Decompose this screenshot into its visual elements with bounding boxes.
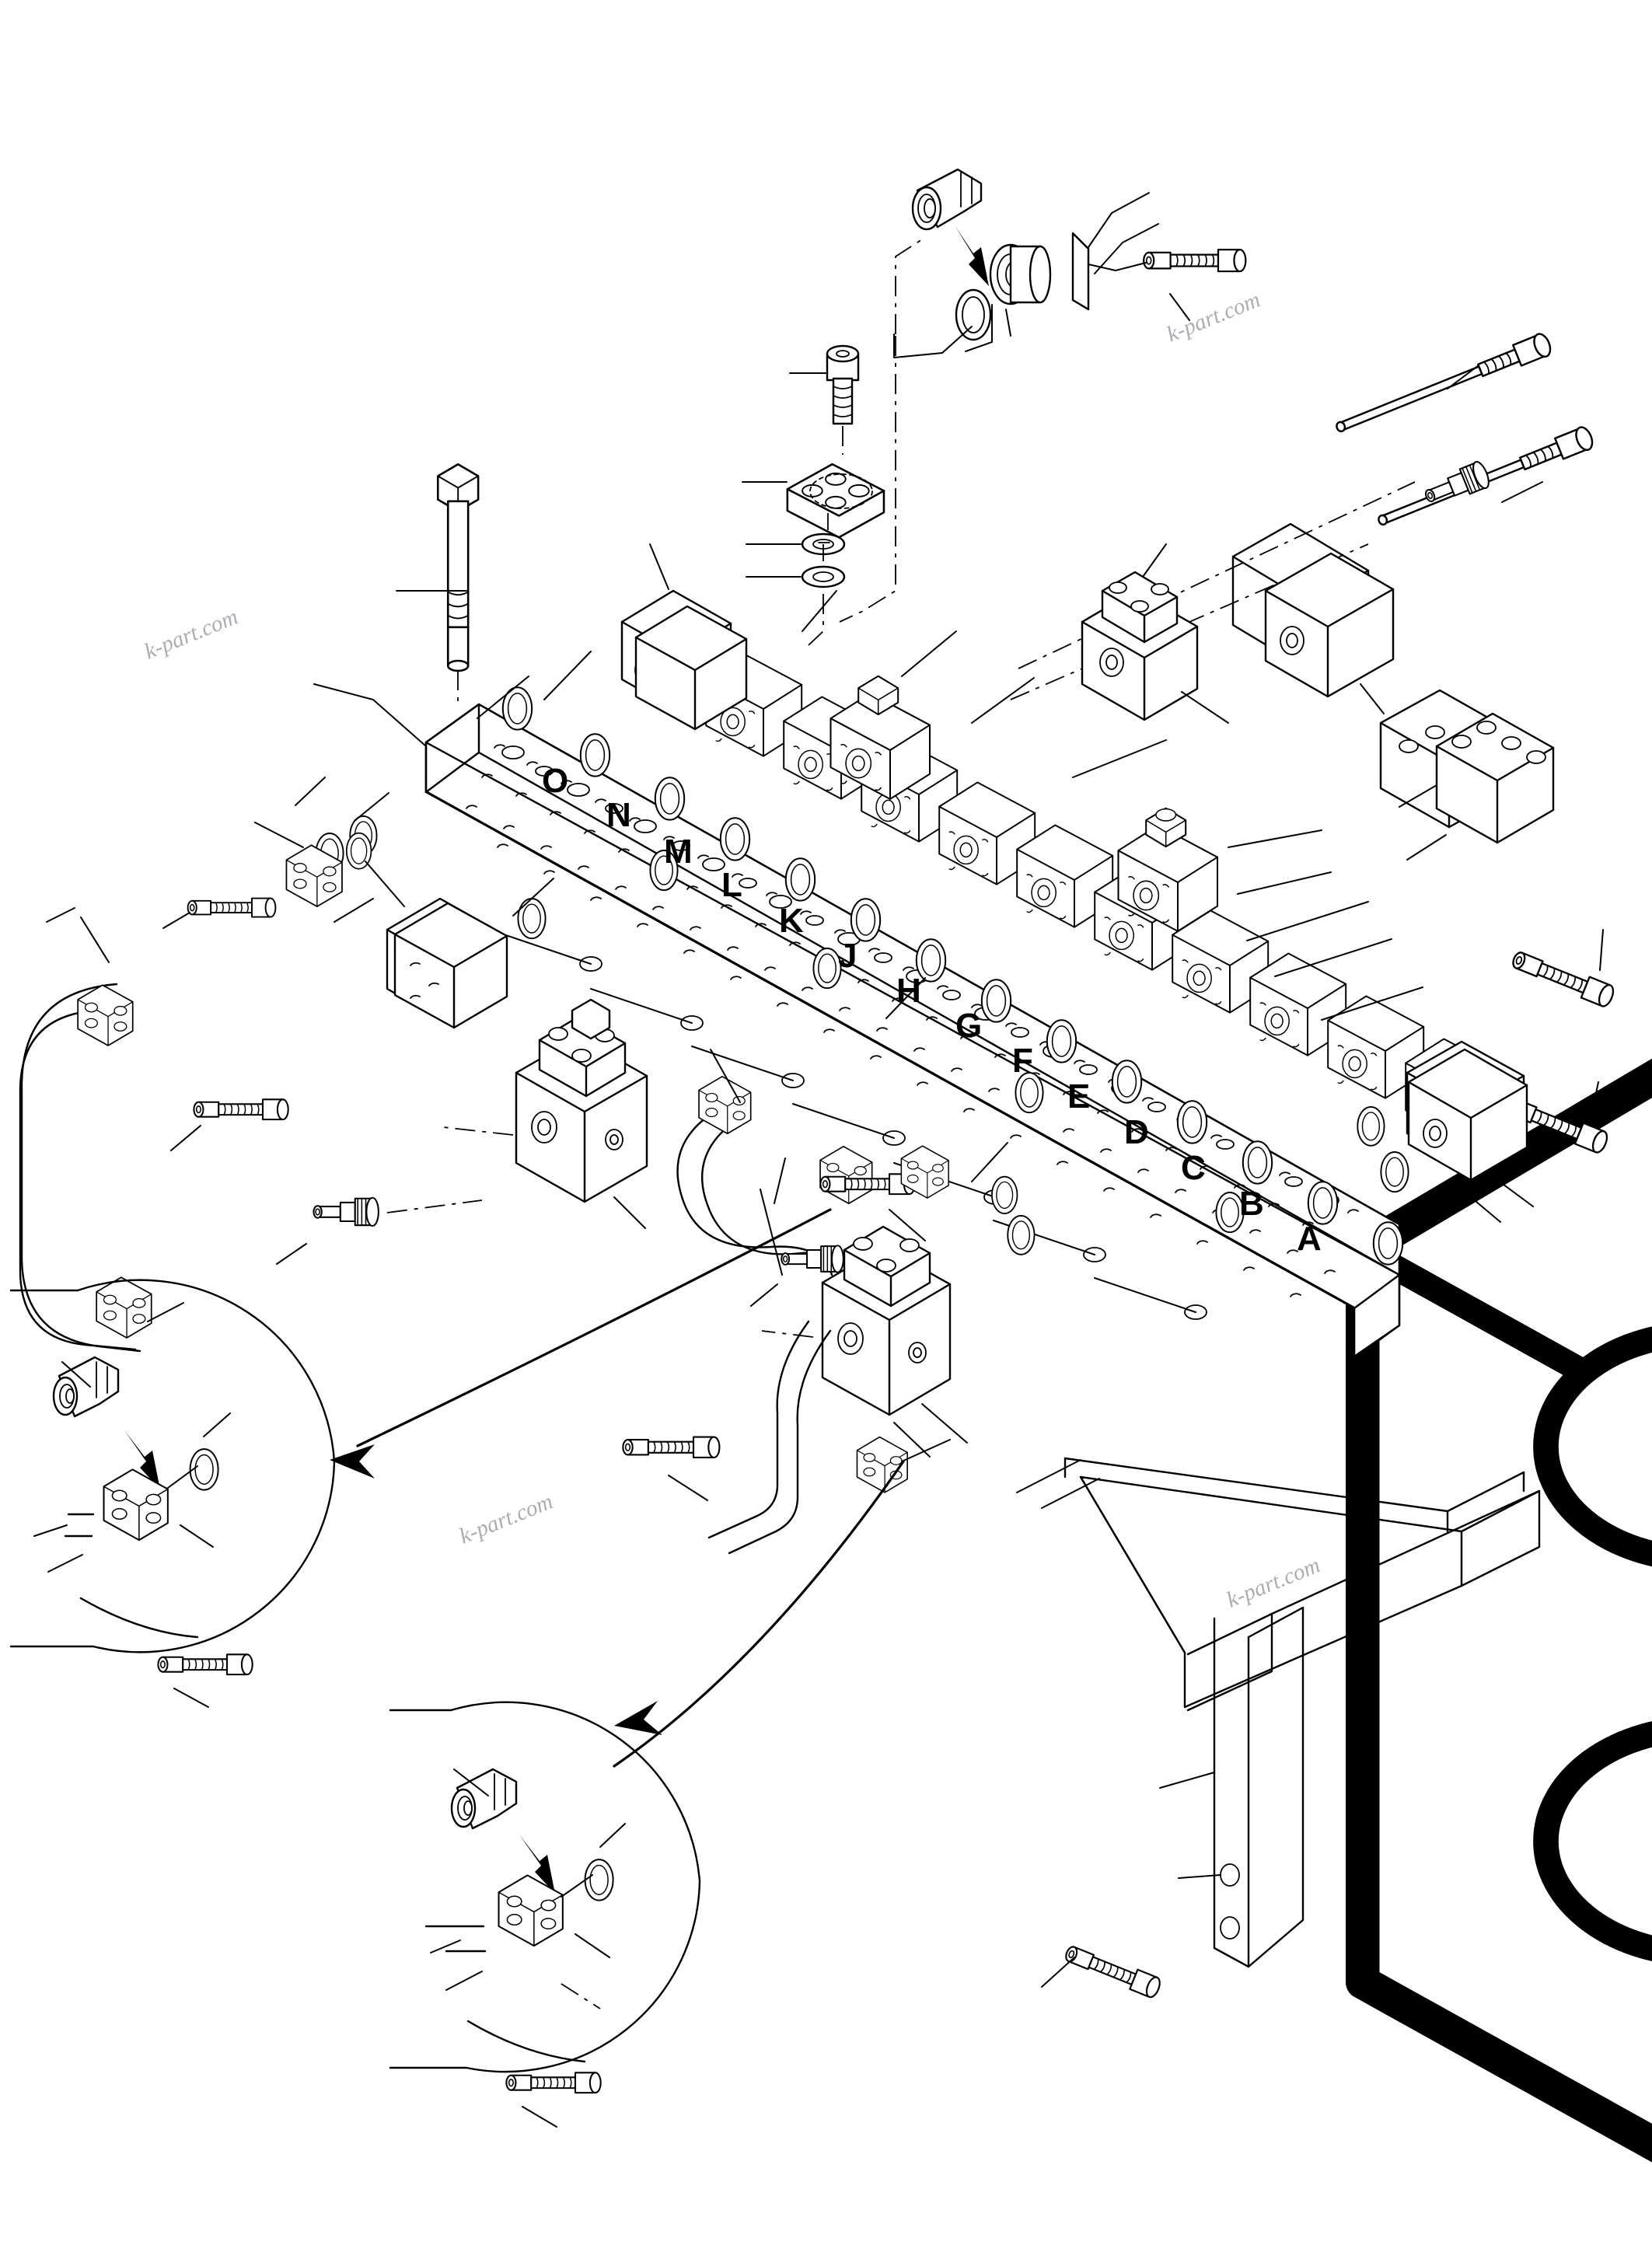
port-label-G: G [955,1007,983,1045]
detail-callout-link [613,1460,905,1768]
assembly-arrow-icon [955,225,989,286]
port-label-L: L [721,866,742,904]
angle-mounting-bracket [1016,1457,1541,2000]
port-label-O: O [542,762,569,800]
callout-boundary [389,1701,701,2073]
port-label-H: H [896,972,921,1010]
relief-valve-block [1117,807,1219,932]
leader-line [1169,293,1190,321]
leader-line [893,326,973,358]
flange-nipple [989,243,1052,306]
right-square-block [1264,552,1395,714]
right-leader-fan [649,543,1423,1021]
socket-head-cap-screw-bracket [1062,1941,1164,2000]
socket-head-cap-screw [622,1436,721,1459]
port-label-J: J [838,937,857,975]
lower-left-tube-and-flange [622,1189,951,1555]
flange-body-block [1071,232,1090,311]
socket-head-cap-screw [187,897,277,918]
o-ring-seal [991,1175,1018,1214]
socket-head-cap-screw [1509,947,1617,1010]
lower-centre-coupling [750,1245,844,1307]
split-flange-fitting [96,1276,152,1339]
left-lower-valve-block [365,861,508,1029]
callout-arrow-icon [330,1444,375,1479]
lower-centre-valve-block [761,1225,968,1458]
detail-callout-1 [9,1279,375,1708]
right-end-block-lower [1407,1048,1534,1223]
leader-line [965,304,993,352]
centre-line [808,594,824,646]
right-upper-block-with-cap [1081,543,1229,724]
u-tube-assembly [676,1049,873,1278]
split-flange-fitting [819,1145,873,1205]
tube-nipple-icon [911,168,983,231]
flat-washer [801,565,846,588]
port-label-D: D [1124,1113,1149,1151]
detail-tube-nipple [52,1356,120,1418]
detail-callout-2 [389,1701,701,2128]
port-label-K: K [779,902,804,940]
port-label-M: M [664,833,693,871]
spring-washer [801,532,846,556]
callout-boundary [9,1279,336,1653]
port-label-B: B [1239,1185,1264,1223]
hydraulic-tube [728,1329,832,1555]
relief-valve-block [829,675,931,800]
assembly-arrow-icon [124,1430,160,1489]
lower-centre-flange-screw-group [819,1142,1018,1241]
leader-line [1088,192,1150,248]
manifold-tapped-holes [466,744,1359,1297]
detail-socket-screw-2 [505,2072,602,2094]
port-label-N: N [606,796,631,834]
assembly-arrow-icon [519,1835,555,1894]
right-lower-bolts [1503,929,1617,1156]
hydraulic-tube [19,1009,137,1351]
auxiliary-valve-block-left-upper [634,605,748,731]
detail-o-ring-2 [584,1859,614,1901]
port-label-A: A [1297,1220,1322,1258]
split-flange-fitting [698,1075,752,1135]
callout-arrow-icon [614,1701,662,1735]
detail-callout-link [356,1208,832,1447]
left-leader-fan [254,651,926,1019]
port-label-F: F [1012,1042,1033,1080]
detail-tube-nipple-2 [450,1768,518,1830]
hydraulic-tube [20,983,141,1353]
left-hose-loop-assembly [19,907,184,1353]
detail-o-ring [189,1448,219,1491]
manifold-bolt-leader-lines [489,929,1196,1313]
cover-plate-stack-assembly [742,344,885,646]
left-coupling-fitting [276,1196,483,1265]
port-label-E: E [1067,1077,1091,1116]
leader-line [1094,223,1159,274]
centre-line [839,336,896,623]
stud-bolt-long [1331,330,1555,441]
split-flange-fitting [77,984,134,1046]
centre-lower-valve-block [442,998,648,1229]
leader-line [1005,309,1011,337]
socket-head-cap-screw-vertical [826,344,860,425]
detail-socket-screw [157,1653,253,1676]
left-lower-socket-screw [170,1098,289,1151]
hydraulic-tube [707,1320,810,1539]
port-label-C: C [1181,1149,1206,1187]
socket-head-cap-screw [1143,249,1247,273]
hex-head-bolt-long [396,463,480,706]
centre-line [895,239,923,334]
o-ring-seal [955,288,992,341]
top-flange-fitting-assembly [839,168,1652,2259]
left-small-flange-assembly [162,777,389,929]
right-cover-block [1399,712,1555,861]
